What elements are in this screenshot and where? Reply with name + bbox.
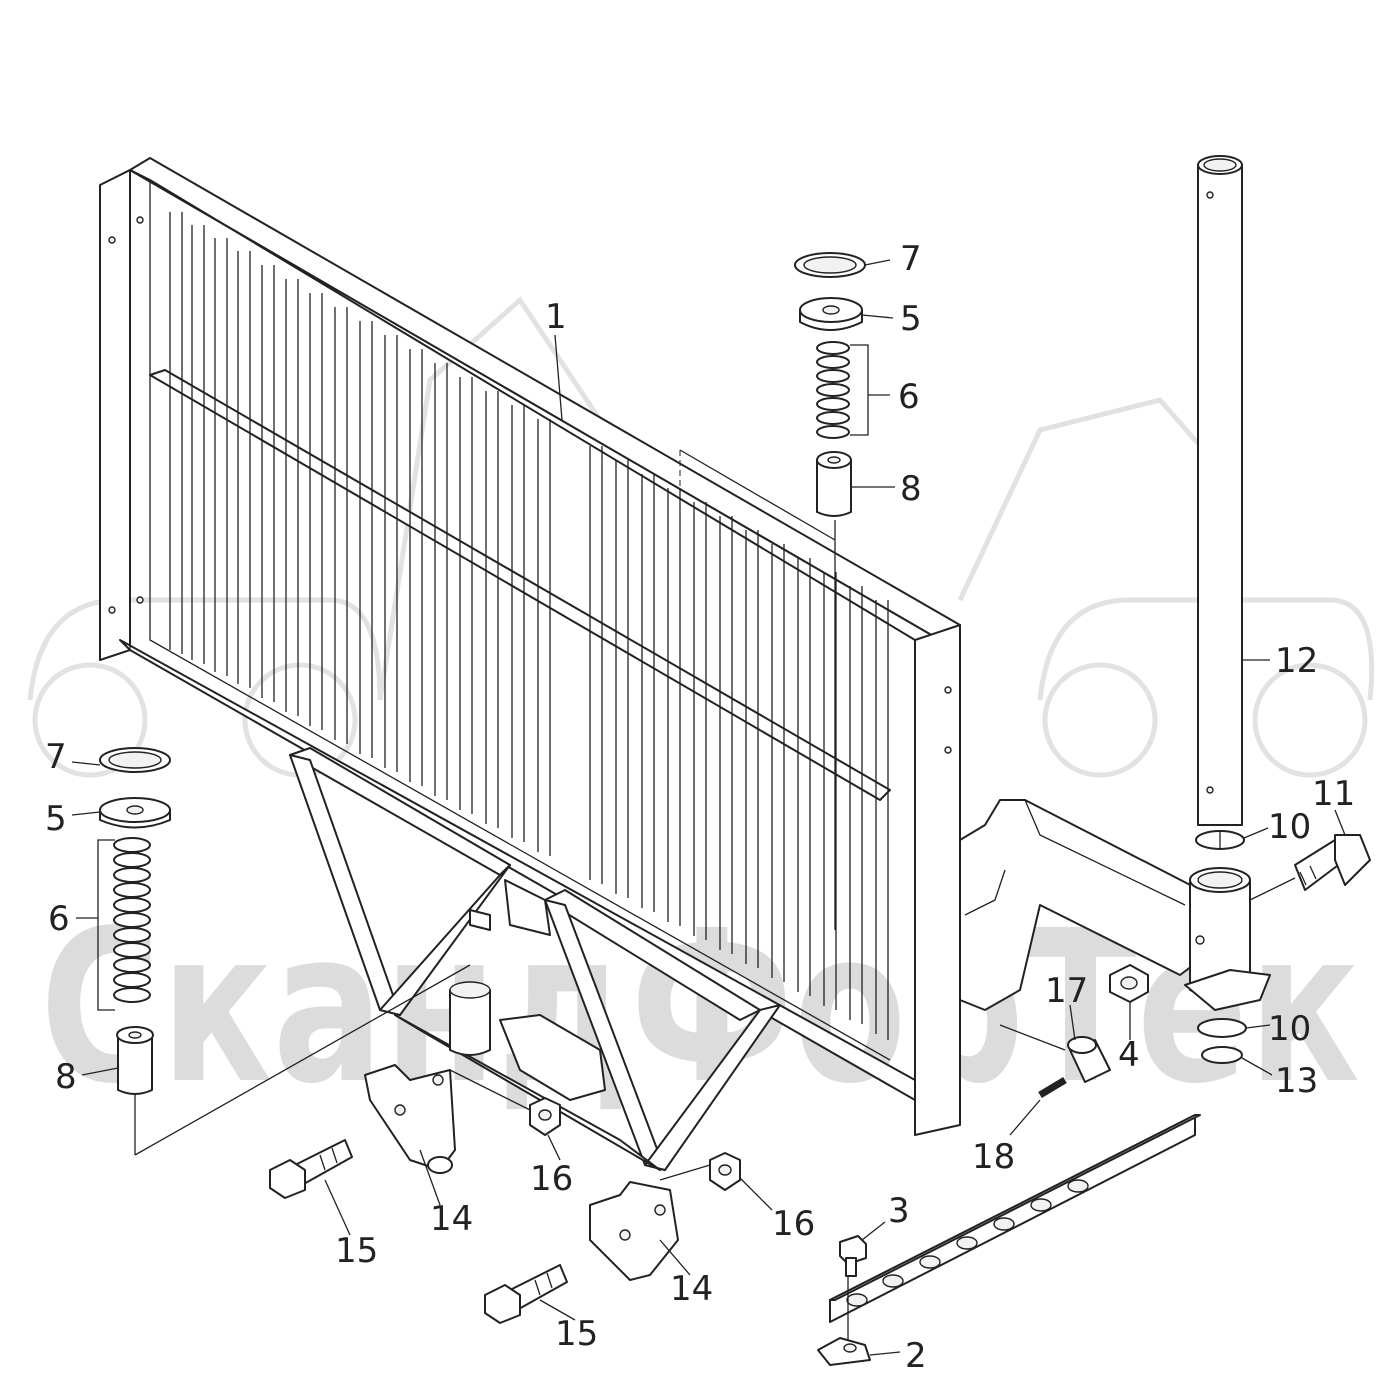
callout-10-upper: 10	[1268, 807, 1311, 847]
grille-slats	[169, 212, 889, 1040]
bushing-17	[1067, 1036, 1111, 1083]
bolt-15-left	[269, 1139, 353, 1199]
callout-7-left: 7	[45, 737, 67, 777]
callout-labels: 1 2 3 4 5 5 6 6 7 7 8 8 10 10 11 12 13 1…	[45, 239, 1355, 1376]
pivot-pipe	[1197, 155, 1243, 826]
watermark-machines-icon	[27, 296, 1375, 778]
callout-6-top: 6	[898, 377, 920, 417]
callout-11: 11	[1312, 774, 1355, 814]
callout-3: 3	[888, 1191, 910, 1231]
top-spring-stack	[794, 252, 866, 517]
callout-18: 18	[972, 1137, 1015, 1177]
slotted-bar	[829, 1114, 1201, 1323]
pin-18	[1038, 1076, 1067, 1099]
callout-8-left: 8	[55, 1057, 77, 1097]
callout-10-lower: 10	[1268, 1009, 1311, 1049]
callout-12: 12	[1275, 641, 1318, 681]
callout-16-right: 16	[772, 1204, 815, 1244]
callout-7-top: 7	[900, 239, 922, 279]
callout-15-left: 15	[335, 1231, 378, 1271]
assembly-lines	[134, 449, 1221, 1340]
callout-14-right: 14	[670, 1269, 713, 1309]
callout-1: 1	[545, 297, 567, 337]
callout-2: 2	[905, 1336, 927, 1376]
callout-5-left: 5	[45, 799, 67, 839]
callout-13: 13	[1275, 1061, 1318, 1101]
callout-leaders	[71, 259, 1346, 1356]
callout-17: 17	[1045, 971, 1088, 1011]
swivel-arm	[959, 799, 1271, 1011]
callout-16-left: 16	[530, 1159, 573, 1199]
nut-16-right	[709, 1152, 741, 1191]
o-ring-10-lower	[1197, 1018, 1247, 1038]
bracket-plate-14-right	[589, 1181, 679, 1281]
plate-2	[817, 1337, 871, 1366]
o-ring-13	[1201, 1046, 1243, 1064]
callout-6-left: 6	[48, 899, 70, 939]
mounting-bracket	[289, 747, 781, 1171]
callout-14-left: 14	[430, 1199, 473, 1239]
nut-4	[1109, 964, 1149, 1003]
bolt-15-right	[484, 1264, 568, 1324]
left-spring-stack	[99, 747, 171, 1095]
callout-8-top: 8	[900, 469, 922, 509]
bolt-11	[1294, 834, 1371, 891]
callout-15-right: 15	[555, 1314, 598, 1354]
nut-16-left	[529, 1097, 561, 1136]
callout-4: 4	[1118, 1035, 1140, 1075]
watermark: СкандФорТек	[27, 296, 1375, 1130]
bolt-3	[839, 1235, 867, 1277]
callout-5-top: 5	[900, 299, 922, 339]
bracket-plate-14-left	[364, 1064, 456, 1174]
